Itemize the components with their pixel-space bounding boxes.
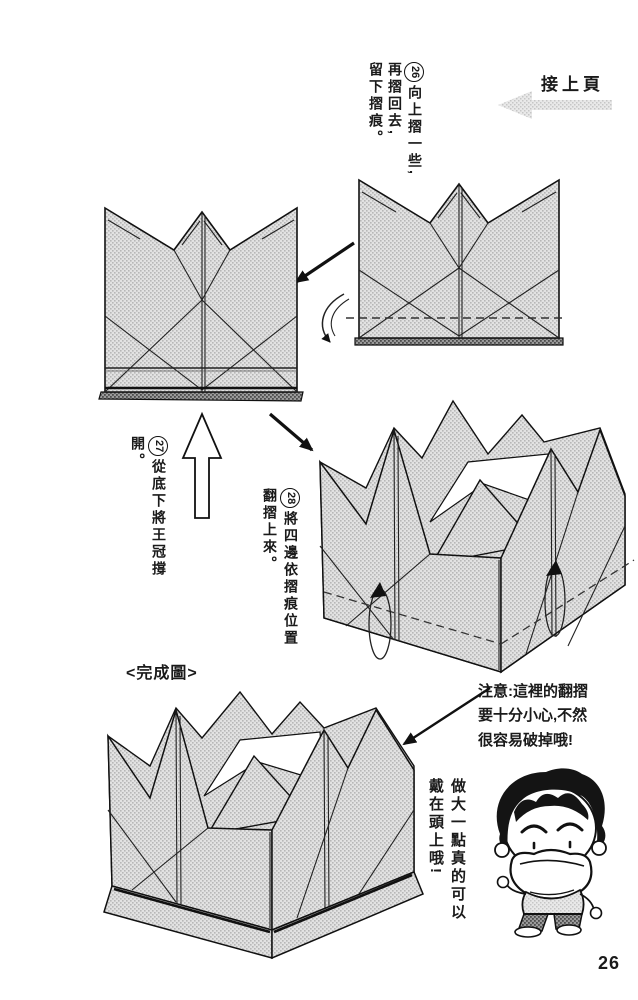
open-crown-up-arrow-icon — [181, 411, 223, 519]
step-27-instruction: 27從底下將王冠撐開。 — [128, 436, 169, 596]
completed-diagram-label: <完成圖> — [126, 665, 198, 682]
diagram-finished-crown — [103, 690, 424, 960]
caution-note-line-3: 很容易破掉哦! — [478, 731, 573, 749]
step-26-line-1: 向上摺一些, — [407, 85, 423, 177]
note-pointer-arrow-icon — [402, 686, 491, 746]
fold-back-curved-arrow-icon — [321, 293, 350, 343]
caution-note-line-2: 要十分小心,不然 — [478, 707, 588, 725]
step-26-line-2: 再摺回去, — [387, 62, 403, 137]
diagram-step26-crown-flat — [346, 178, 566, 346]
page-number: 26 — [598, 953, 621, 973]
flow-arrow-1-icon — [294, 241, 355, 284]
step-26-instruction: 26 向上摺一些, 再摺回去, 留下摺痕。 — [366, 62, 424, 178]
diagram-step28-crown-3d — [319, 399, 635, 674]
step-28-number: 28 — [280, 488, 300, 508]
flip-up-arrow-left-icon — [368, 582, 392, 660]
continue-left-arrow-icon — [498, 91, 612, 119]
step-28-instruction: 28 將四邊依摺痕位置 翻摺上來。 — [260, 488, 301, 698]
caution-note: 注意:這裡的翻摺 要十分小心,不然 很容易破掉哦! — [478, 680, 638, 753]
flip-up-arrow-right-icon — [544, 560, 566, 637]
speech-line-2: 戴在頭上哦! — [427, 778, 444, 876]
step-28-line-1: 將四邊依摺痕位置 — [283, 511, 299, 647]
character-speech: 做大一點真的可以 戴在頭上哦! — [424, 778, 468, 940]
step-27-number: 27 — [148, 436, 168, 456]
speech-line-1: 做大一點真的可以 — [449, 778, 466, 922]
diagram-step26-crown-folded — [98, 206, 304, 402]
flow-arrow-2-icon — [268, 412, 314, 452]
cartoon-character — [494, 768, 607, 938]
step-27-line-1: 從底下將王冠撐開。 — [130, 436, 167, 578]
step-26-line-3: 留下摺痕。 — [368, 62, 384, 147]
continue-label: 接上頁 — [541, 75, 604, 94]
step-28-line-2: 翻摺上來。 — [262, 488, 278, 573]
caution-note-line-1: 注意:這裡的翻摺 — [478, 683, 588, 700]
step-26-number: 26 — [404, 62, 424, 82]
